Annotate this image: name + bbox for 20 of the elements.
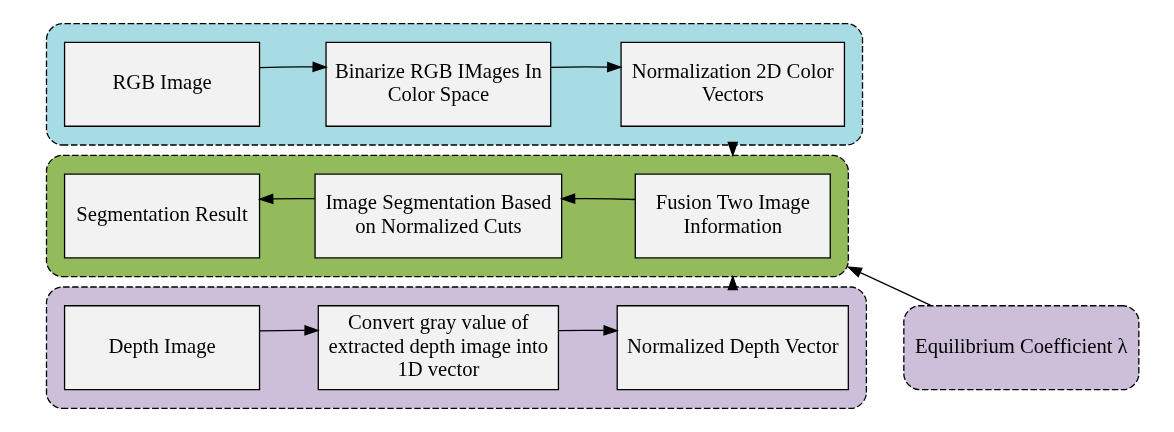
node-box: Depth Image bbox=[63, 305, 260, 391]
node-box: Fusion Two Image Information bbox=[634, 173, 831, 259]
node-box: Image Segmentation Based on Normalized Cuts bbox=[313, 173, 562, 259]
node-box: Normalized Depth Vector bbox=[616, 305, 849, 391]
node-box: RGB Image bbox=[63, 41, 260, 127]
node-box: Convert gray value of extracted depth image into 1D vector bbox=[317, 305, 559, 391]
arrow bbox=[846, 266, 932, 307]
arrow bbox=[559, 193, 636, 205]
node-box: Normalization 2D Color Vectors bbox=[619, 41, 845, 127]
arrow bbox=[257, 193, 315, 205]
node-box: Equilibrium Coefficient λ bbox=[902, 305, 1139, 391]
arrow bbox=[557, 324, 619, 336]
arrow bbox=[258, 324, 320, 336]
node-box: Segmentation Result bbox=[63, 173, 260, 259]
cluster bbox=[45, 22, 863, 146]
cluster bbox=[45, 154, 849, 278]
node-box: Binarize RGB IMages In Color Space bbox=[324, 41, 551, 127]
arrow bbox=[258, 61, 328, 73]
arrow bbox=[549, 61, 623, 73]
cluster bbox=[45, 286, 867, 410]
